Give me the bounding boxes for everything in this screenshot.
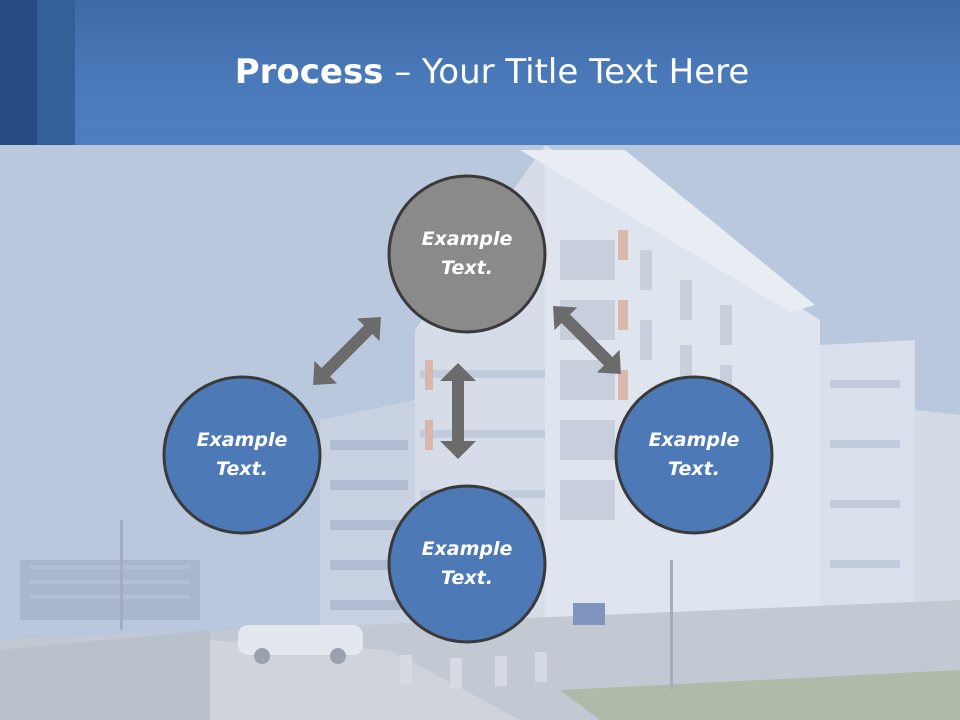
node-label-top-line1: Example: [421, 228, 513, 250]
node-label-left-line1: Example: [196, 429, 288, 451]
slide-title: Process – Your Title Text Here: [0, 52, 960, 92]
node-label-bottom-line1: Example: [421, 538, 513, 560]
node-circle-bottom: [387, 484, 547, 644]
title-bold: Process: [234, 52, 384, 92]
node-label-bottom-line2: Text.: [441, 567, 493, 589]
node-label-right: Example Text.: [614, 426, 774, 484]
title-rest: – Your Title Text Here: [383, 52, 750, 92]
arrow-top-to-right: [553, 306, 621, 374]
node-label-right-line1: Example: [648, 429, 740, 451]
accent-block-dark: [0, 0, 37, 145]
node-circle-right: [614, 375, 774, 535]
node-label-right-line2: Text.: [668, 458, 720, 480]
node-circle-top: [387, 174, 547, 334]
node-label-top-line2: Text.: [441, 257, 493, 279]
arrow-top-to-bottom: [440, 363, 476, 459]
node-label-bottom: Example Text.: [387, 535, 547, 593]
node-label-top: Example Text.: [387, 225, 547, 283]
accent-block-mid: [37, 0, 75, 145]
node-label-left-line2: Text.: [216, 458, 268, 480]
title-bar: Process – Your Title Text Here: [0, 0, 960, 145]
arrow-top-to-left: [313, 317, 381, 385]
node-label-left: Example Text.: [162, 426, 322, 484]
node-circle-left: [162, 375, 322, 535]
